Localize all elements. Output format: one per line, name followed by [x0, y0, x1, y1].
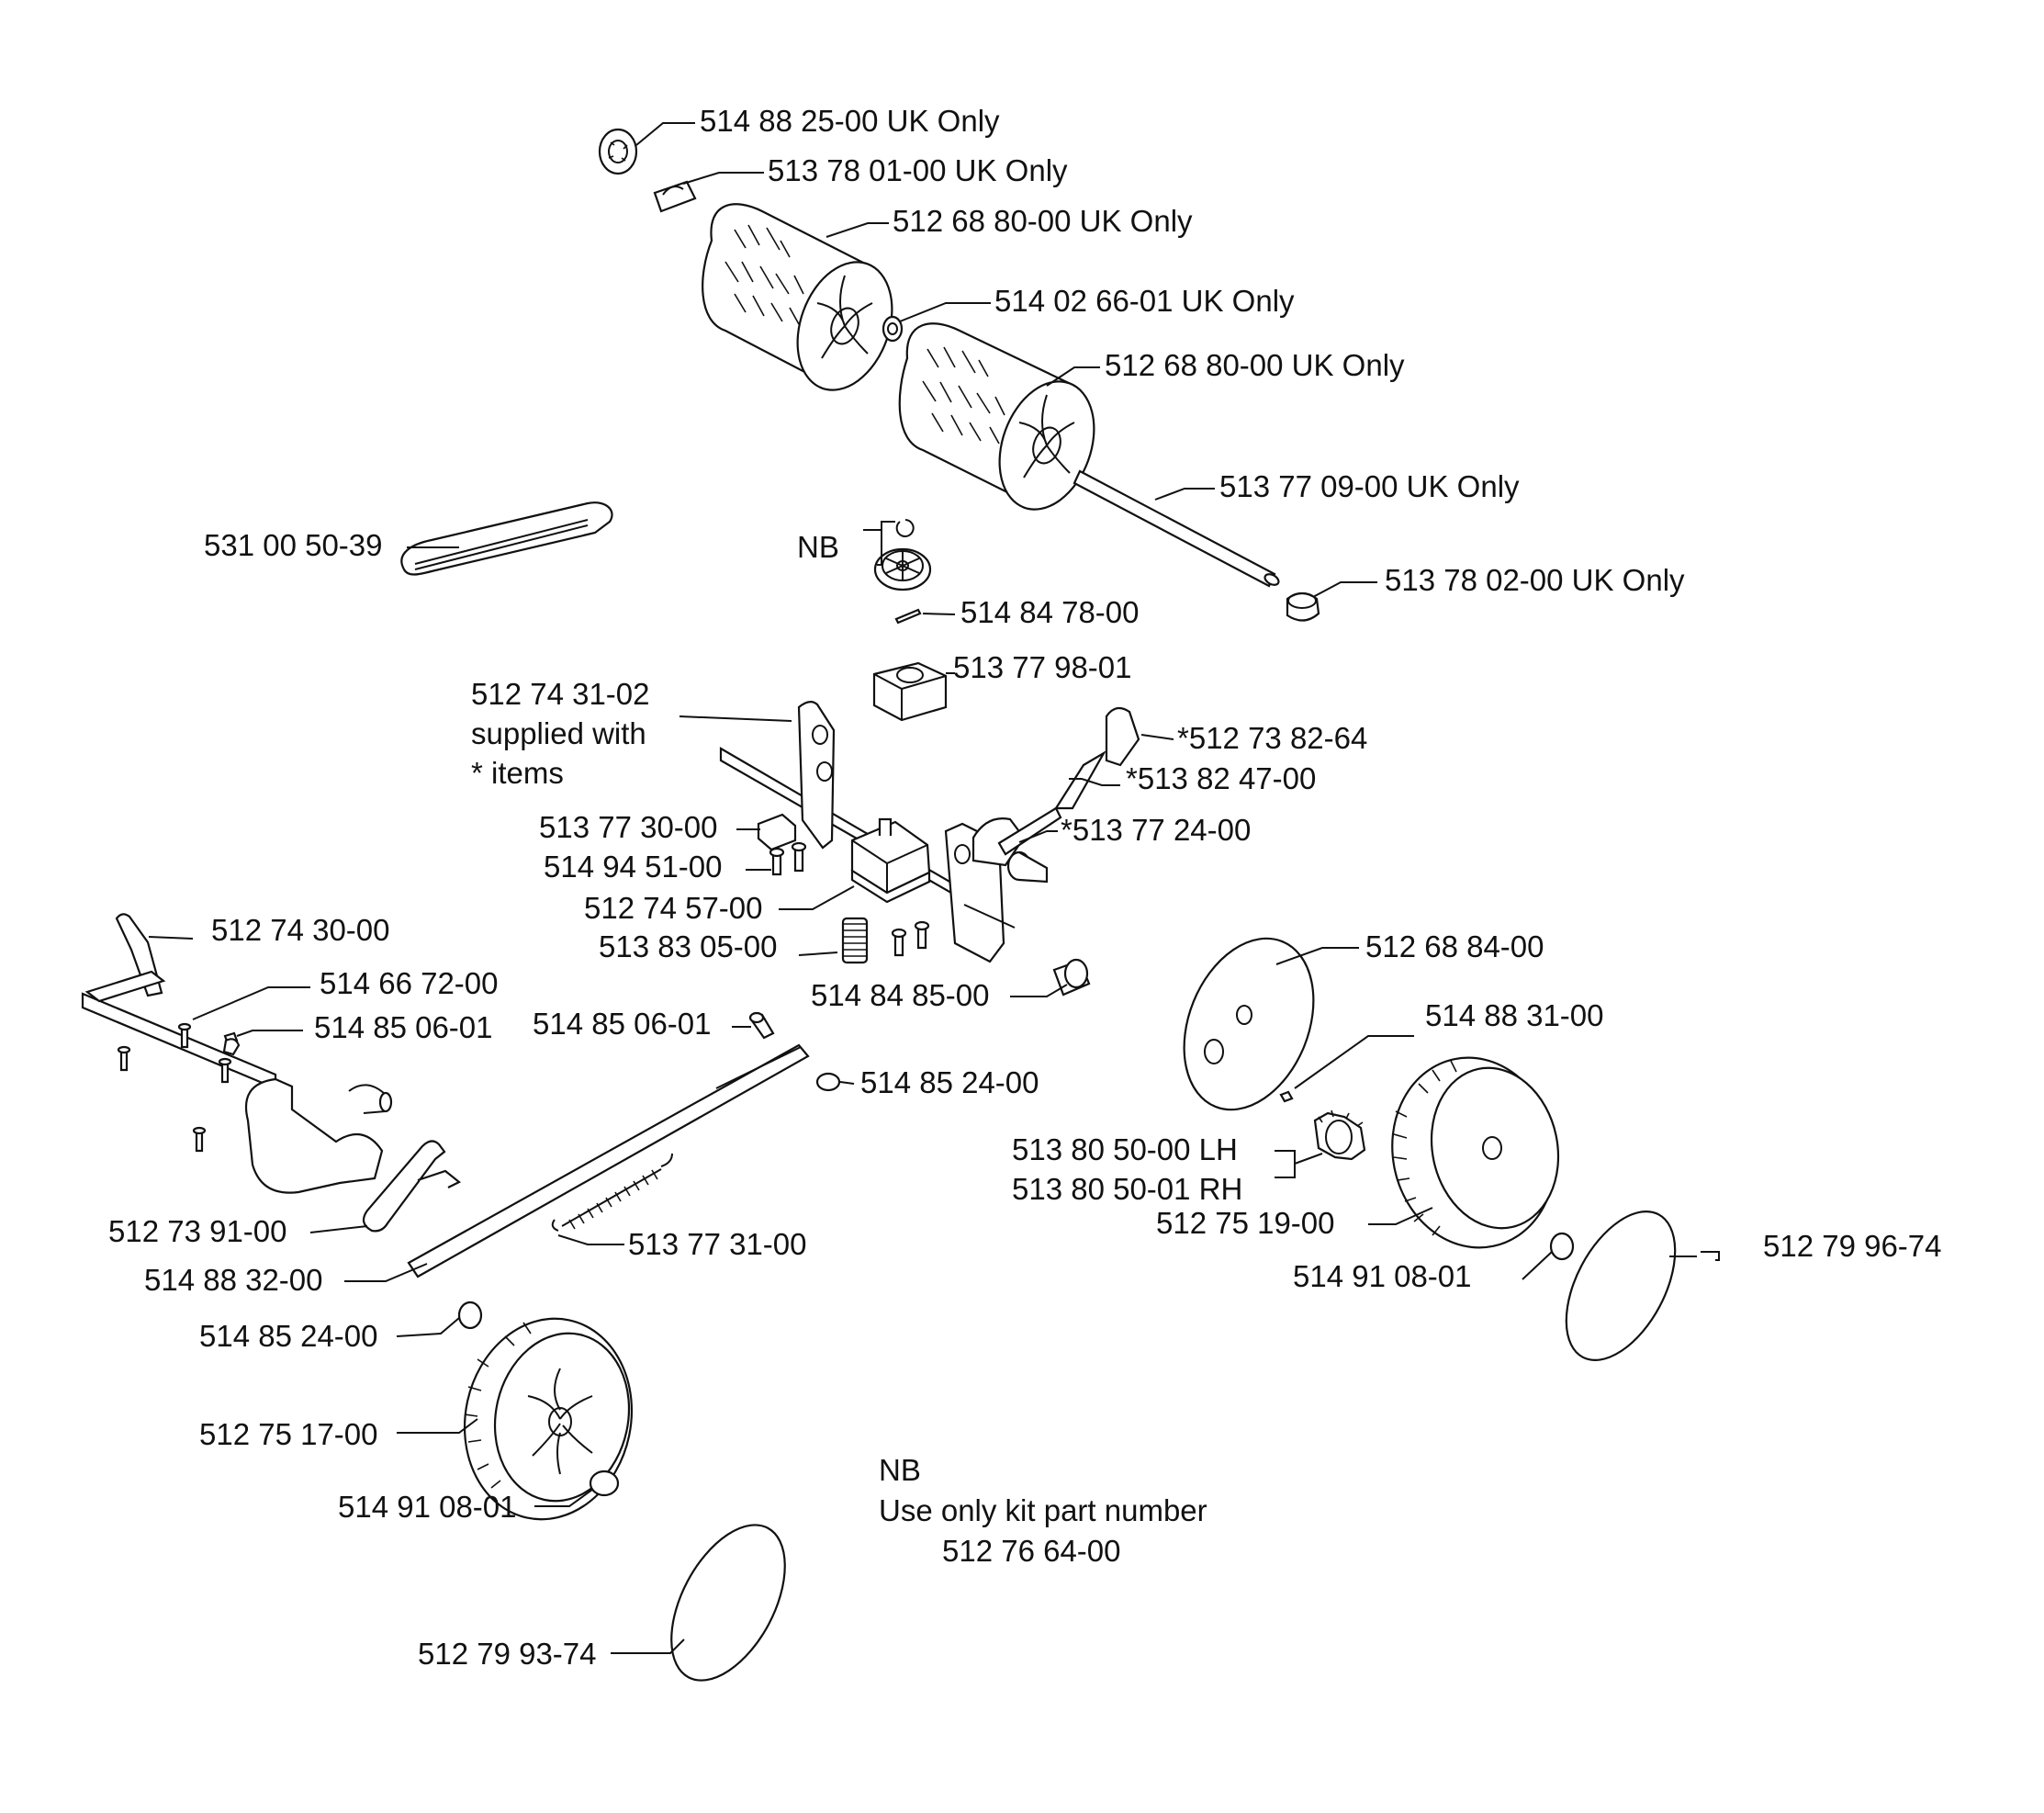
screws-part: [769, 841, 930, 957]
label-513-77-24-00: *513 77 24-00: [1061, 813, 1251, 847]
right-wheel-part: [1391, 1056, 1560, 1249]
label-513-78-02-00: 513 78 02-00 UK Only: [1385, 563, 1685, 597]
link-bar-part: [407, 1043, 810, 1278]
height-adjuster-part: [81, 913, 393, 1194]
label-513-77-30-00: 513 77 30-00: [539, 810, 718, 844]
label-items: * items: [471, 756, 564, 790]
label-512-68-80-00-upper: 512 68 80-00 UK Only: [893, 204, 1193, 238]
spacer-washer-part: [882, 315, 904, 343]
end-cap-part: [1286, 591, 1320, 622]
label-512-68-80-00-lower: 512 68 80-00 UK Only: [1105, 348, 1405, 382]
label-513-78-01-00: 513 78 01-00 UK Only: [768, 153, 1068, 187]
left-wheel-part: [463, 1317, 634, 1521]
label-512-75-17-00: 512 75 17-00: [199, 1417, 378, 1451]
label-514-85-06-01-middle: 514 85 06-01: [533, 1007, 712, 1041]
label-512-79-93-74: 512 79 93-74: [418, 1637, 597, 1671]
key-part: [1279, 1090, 1294, 1103]
latch-lever-part: [362, 1140, 462, 1233]
label-512-75-19-00: 512 75 19-00: [1156, 1206, 1335, 1240]
label-514-85-06-01-left: 514 85 06-01: [314, 1010, 493, 1044]
label-513-80-50-00-lh: 513 80 50-00 LH: [1012, 1132, 1238, 1166]
axle-rod-part: [1073, 469, 1280, 588]
roller-part-lower: [898, 322, 1095, 511]
coil-spring-part: [841, 917, 869, 964]
label-514-91-08-01-left: 514 91 08-01: [338, 1490, 517, 1524]
bracket-clip-part: [757, 813, 797, 851]
left-hubcap-part: [670, 1524, 786, 1682]
label-513-80-50-01-rh: 513 80 50-01 RH: [1012, 1172, 1242, 1206]
note-line-2: 512 76 64-00: [942, 1534, 1121, 1568]
left-small-washer-part: [589, 1470, 620, 1497]
label-514-85-24-00-lower: 514 85 24-00: [199, 1319, 378, 1353]
pulley-part: [873, 519, 932, 591]
note-title: NB: [879, 1453, 921, 1487]
lever-handle-part: [971, 706, 1140, 867]
tension-spring-part: [551, 1153, 673, 1232]
label-512-74-31-02: 512 74 31-02: [471, 677, 650, 711]
drive-belt-part: [400, 501, 613, 576]
label-512-68-84-00: 512 68 84-00: [1365, 929, 1544, 963]
label-514-91-08-01-right: 514 91 08-01: [1293, 1259, 1472, 1293]
pinion-gear-part: [1313, 1109, 1366, 1161]
link-washer-part: [815, 1072, 841, 1092]
label-514-66-72-00: 514 66 72-00: [320, 966, 499, 1000]
label-512-73-91-00: 512 73 91-00: [108, 1214, 287, 1248]
label-512-74-30-00: 512 74 30-00: [211, 913, 390, 947]
washer-part: [598, 128, 638, 175]
left-screws-part: [117, 1022, 232, 1153]
left-washer-part: [457, 1301, 483, 1330]
label-514-85-24-00-upper: 514 85 24-00: [860, 1065, 1039, 1099]
roller-part-upper: [702, 203, 893, 391]
wheel-cover-part: [1183, 937, 1315, 1111]
clip-part: [653, 180, 697, 213]
label-514-88-31-00: 514 88 31-00: [1425, 998, 1604, 1032]
label-514-88-32-00: 514 88 32-00: [144, 1263, 323, 1297]
label-513-77-98-01: 513 77 98-01: [953, 650, 1132, 684]
right-washer-part: [1549, 1232, 1575, 1261]
pin-part: [894, 608, 922, 625]
label-514-88-25-00: 514 88 25-00 UK Only: [700, 104, 1000, 138]
leader-lines: [148, 122, 1720, 1654]
right-hubcap-part: [1565, 1210, 1677, 1362]
label-514-84-78-00: 514 84 78-00: [960, 595, 1140, 629]
label-531-00-50-39: 531 00 50-39: [204, 528, 383, 562]
label-512-73-82-64: *512 73 82-64: [1177, 721, 1367, 755]
label-513-77-31-00: 513 77 31-00: [628, 1227, 807, 1261]
label-514-02-66-01: 514 02 66-01 UK Only: [994, 284, 1295, 318]
label-514-94-51-00: 514 94 51-00: [544, 850, 723, 884]
label-512-79-96-74: 512 79 96-74: [1763, 1229, 1942, 1263]
note-line-1: Use only kit part number: [879, 1493, 1207, 1527]
block-part: [872, 661, 948, 722]
label-513-83-05-00: 513 83 05-00: [599, 929, 778, 963]
label-512-74-57-00: 512 74 57-00: [584, 891, 763, 925]
label-nb-pulley: NB: [797, 530, 839, 564]
label-514-84-85-00: 514 84 85-00: [811, 978, 990, 1012]
label-supplied-with: supplied with: [471, 716, 646, 750]
label-513-77-09-00: 513 77 09-00 UK Only: [1219, 469, 1520, 503]
label-513-82-47-00: *513 82 47-00: [1126, 761, 1316, 795]
middle-pin-part: [748, 1011, 775, 1040]
